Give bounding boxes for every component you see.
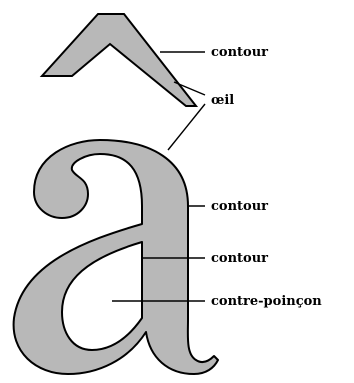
- circumflex-accent-glyph: [42, 14, 196, 106]
- leader-line-eye-letter: [168, 104, 205, 150]
- label-eye: œil: [211, 93, 234, 108]
- label-counter: contre-poinçon: [211, 294, 322, 309]
- label-inner-contour: contour: [211, 251, 268, 266]
- label-outer-contour: contour: [211, 199, 268, 214]
- label-accent-contour: contour: [211, 45, 268, 60]
- letter-a-glyph: [14, 140, 218, 374]
